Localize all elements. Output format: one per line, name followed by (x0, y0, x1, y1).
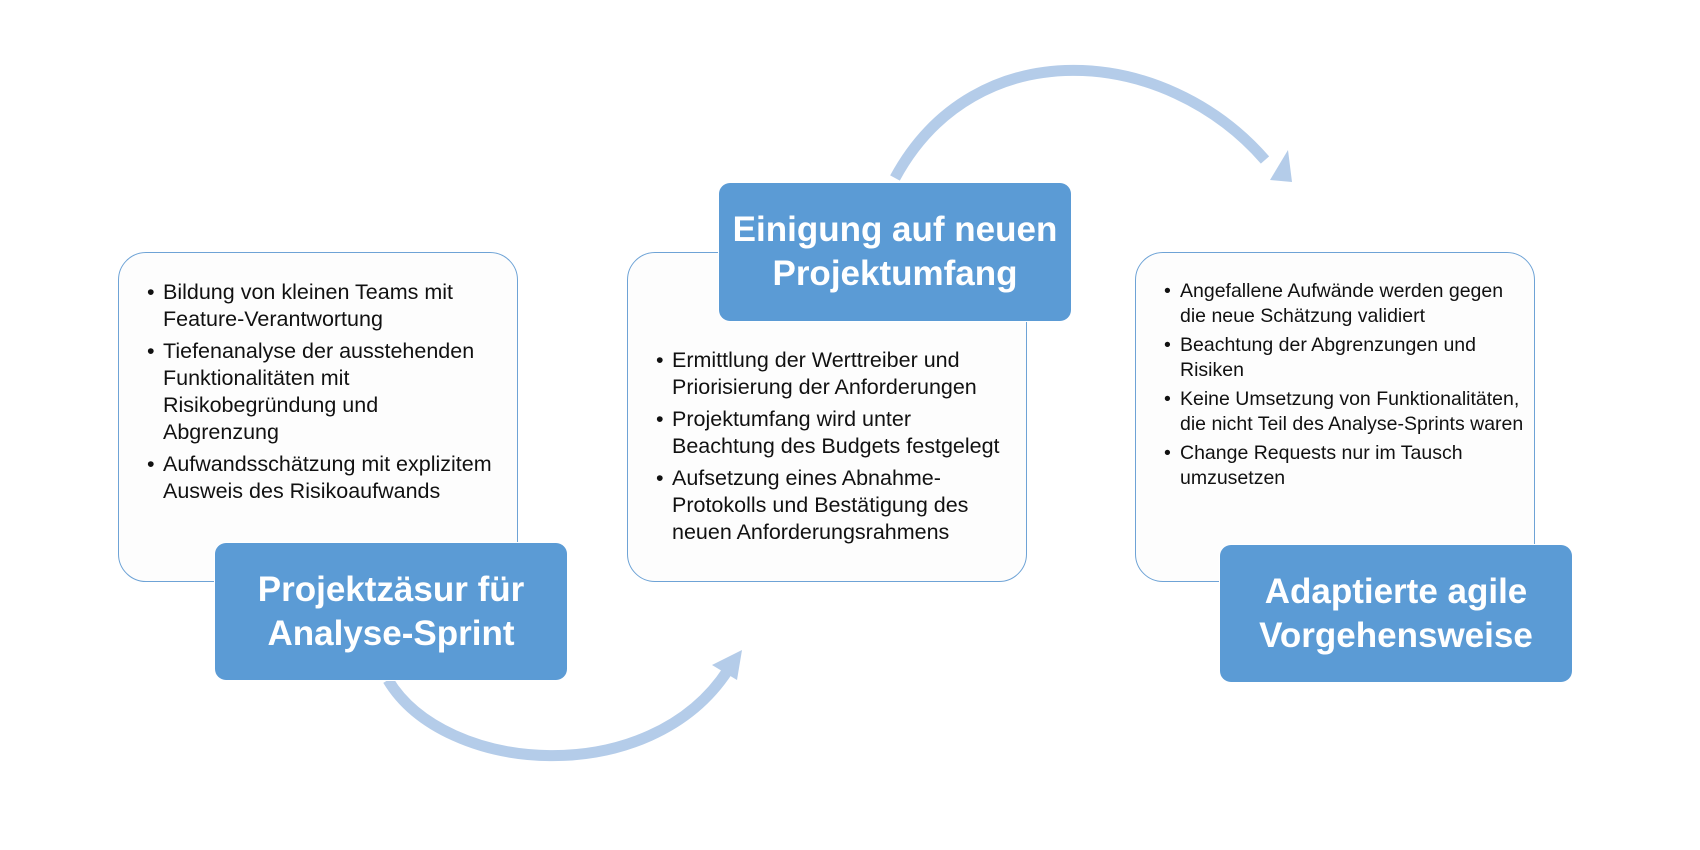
step-3-bullet: Beachtung der Abgrenzungen und Risiken (1164, 333, 1524, 383)
step-2-title: Einigung auf neuen Projektumfang (719, 183, 1071, 321)
step-3-bullet: Keine Umsetzung von Funktionalitäten, di… (1164, 387, 1524, 437)
step-1-bullet: Tiefenanalyse der ausstehenden Funktiona… (147, 338, 497, 446)
step-2-bullet-list: Ermittlung der Werttreiber und Priorisie… (656, 347, 1011, 551)
step-2-bullet: Ermittlung der Werttreiber und Priorisie… (656, 347, 1011, 401)
step-3-bullet-list: Angefallene Aufwände werden gegen die ne… (1164, 279, 1524, 495)
step-3-bullet: Change Requests nur im Tausch umzusetzen (1164, 441, 1524, 491)
arrow-step2-to-step3 (890, 65, 1270, 181)
arrow-step1-to-step2-head (712, 650, 742, 680)
step-1-title: Projektzäsur für Analyse-Sprint (215, 543, 567, 680)
step-3-title: Adaptierte agile Vorgehensweise (1220, 545, 1572, 682)
arrow-step1-to-step2 (383, 666, 733, 762)
step-3-card: Angefallene Aufwände werden gegen die ne… (1135, 252, 1535, 582)
step-1-bullet: Aufwandsschätzung mit explizitem Ausweis… (147, 451, 497, 505)
arrow-step2-to-step3-head (1270, 150, 1292, 182)
step-1-card: Bildung von kleinen Teams mit Feature-Ve… (118, 252, 518, 582)
step-3-bullet: Angefallene Aufwände werden gegen die ne… (1164, 279, 1524, 329)
step-2-bullet: Aufsetzung eines Abnahme-Protokolls und … (656, 465, 1011, 546)
step-2-bullet: Projektumfang wird unter Beachtung des B… (656, 406, 1011, 460)
step-1-bullet: Bildung von kleinen Teams mit Feature-Ve… (147, 279, 497, 333)
step-1-bullet-list: Bildung von kleinen Teams mit Feature-Ve… (147, 279, 497, 510)
